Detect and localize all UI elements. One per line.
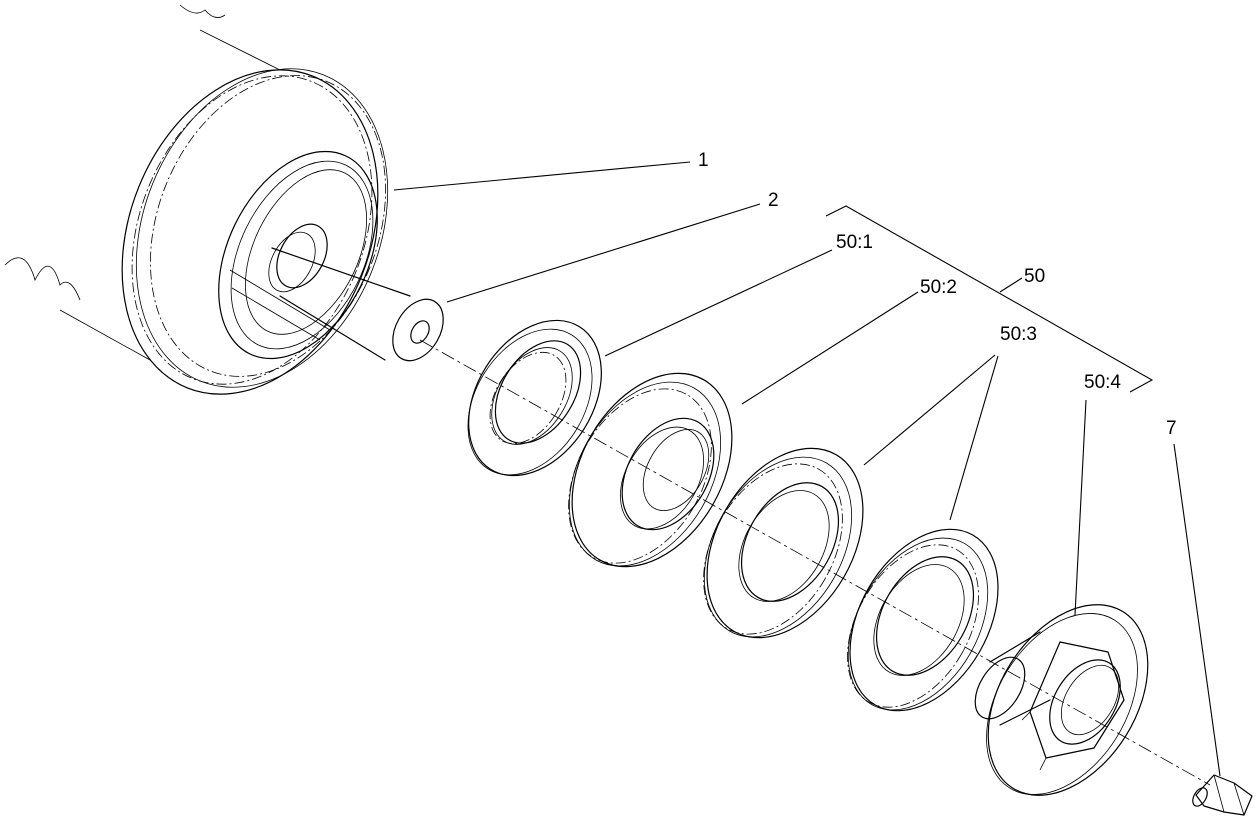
part-50-2-bearing [568,372,733,568]
kit-50-bracket [825,205,1154,393]
part-1-wheel [4,4,389,395]
center-axis-line [419,339,1211,786]
part-50-1-seal [467,319,602,477]
callout-50-4: 50:4 [1084,372,1121,393]
part-2-axle [268,223,444,362]
leader-50-3b [949,355,999,521]
callout-2: 2 [768,190,779,211]
callout-50-1: 50:1 [836,232,873,253]
leader-50 [999,277,1023,293]
leader-1 [393,161,691,191]
callout-50-2: 50:2 [920,277,957,298]
leader-2 [446,203,761,303]
part-7-grease-fitting [1192,774,1253,816]
leader-7 [1173,443,1221,777]
leader-50-2 [741,291,919,405]
callout-50: 50 [1024,266,1045,287]
callout-1: 1 [698,150,709,171]
callout-7: 7 [1166,418,1177,439]
leader-50-4 [1074,399,1087,616]
leader-50-3a [863,354,996,466]
leader-50-1 [604,249,833,357]
part-50-4-flange-nut [974,604,1149,796]
part-50-3-seal-b [847,528,999,712]
part-50-3-seal-a [703,447,864,639]
callout-50-3: 50:3 [1000,324,1037,345]
